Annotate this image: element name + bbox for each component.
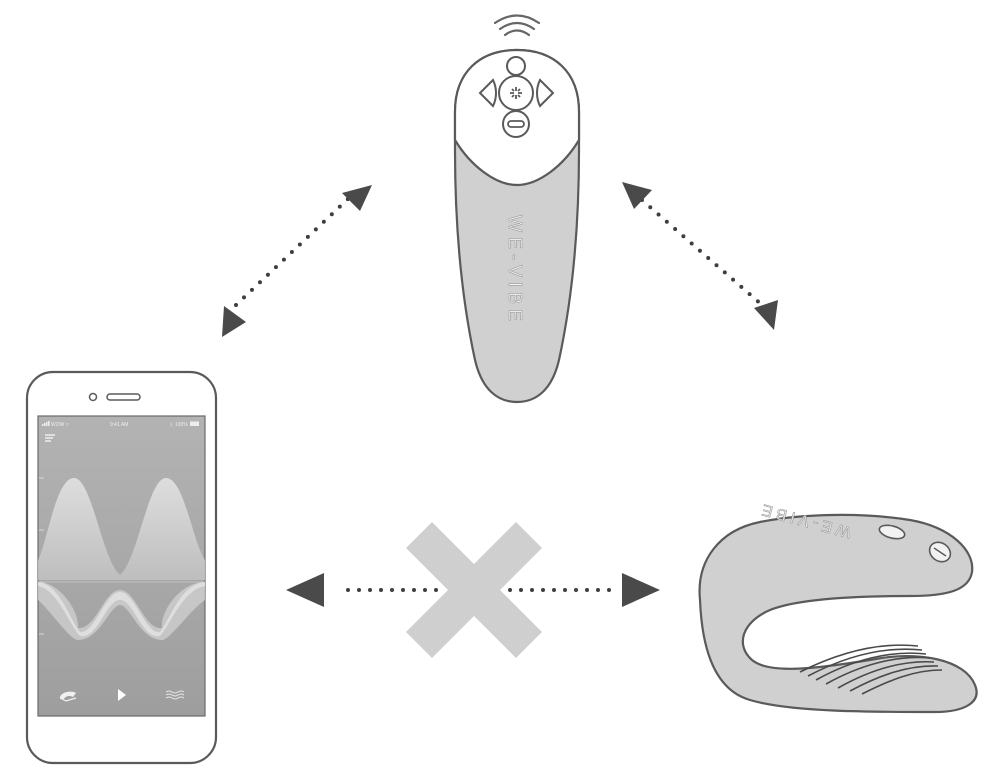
vibration-wave-secondary — [38, 582, 205, 640]
minus-button[interactable] — [502, 110, 530, 138]
remote-brand-text: WE-VIBE — [505, 215, 525, 326]
device-button-mark — [933, 547, 947, 557]
phone-speaker — [106, 393, 141, 401]
arrowhead-toward-device — [622, 573, 660, 607]
connection-remote-device — [622, 182, 778, 330]
smartphone: WOW ≈ 9:41 AM ᛒ 100% — [25, 370, 218, 765]
connection-phone-device — [286, 522, 660, 658]
couples-vibrator: WE-VIBE — [698, 499, 978, 714]
status-bar: WOW ≈ 9:41 AM ᛒ 100% — [42, 421, 199, 428]
device-inner-arm — [751, 655, 976, 686]
arrowhead-toward-device — [754, 300, 778, 330]
vibration-wave-primary — [38, 478, 205, 580]
bluetooth-icon: ᛒ — [170, 422, 173, 428]
device-button-left[interactable] — [878, 523, 906, 541]
mode-icon[interactable] — [59, 691, 77, 702]
arrowhead-toward-phone — [286, 573, 324, 607]
arrowhead-toward-remote — [342, 185, 372, 211]
battery-icon — [190, 421, 199, 426]
wireless-signal-icon — [493, 14, 541, 37]
remote-control: WE-VIBE — [453, 14, 581, 404]
signal-icon — [42, 421, 50, 426]
mode-cycle-icon — [510, 87, 522, 99]
time-label: 9:41 AM — [110, 422, 128, 428]
chevron-right-button[interactable] — [536, 78, 555, 108]
play-icon[interactable] — [118, 689, 126, 701]
vibration-wave-lower-fill — [38, 582, 205, 637]
minus-icon — [507, 120, 525, 128]
battery-label: 100% — [175, 422, 188, 428]
menu-icon[interactable] — [45, 434, 55, 442]
dotted-line — [640, 198, 764, 307]
phone-camera — [88, 392, 98, 402]
arrowhead-toward-remote — [622, 182, 652, 209]
wave-pattern-icon[interactable] — [165, 690, 185, 700]
no-connection-cross — [406, 522, 542, 658]
carrier-label: WOW — [51, 422, 65, 428]
wifi-icon: ≈ — [66, 422, 69, 428]
device-ridges — [799, 644, 943, 695]
mode-button[interactable] — [498, 75, 534, 111]
arrowhead-toward-phone — [222, 306, 246, 337]
power-button[interactable] — [506, 56, 526, 76]
chevron-left-button[interactable] — [478, 78, 497, 108]
connection-phone-remote — [222, 185, 372, 337]
dotted-line — [234, 195, 352, 307]
